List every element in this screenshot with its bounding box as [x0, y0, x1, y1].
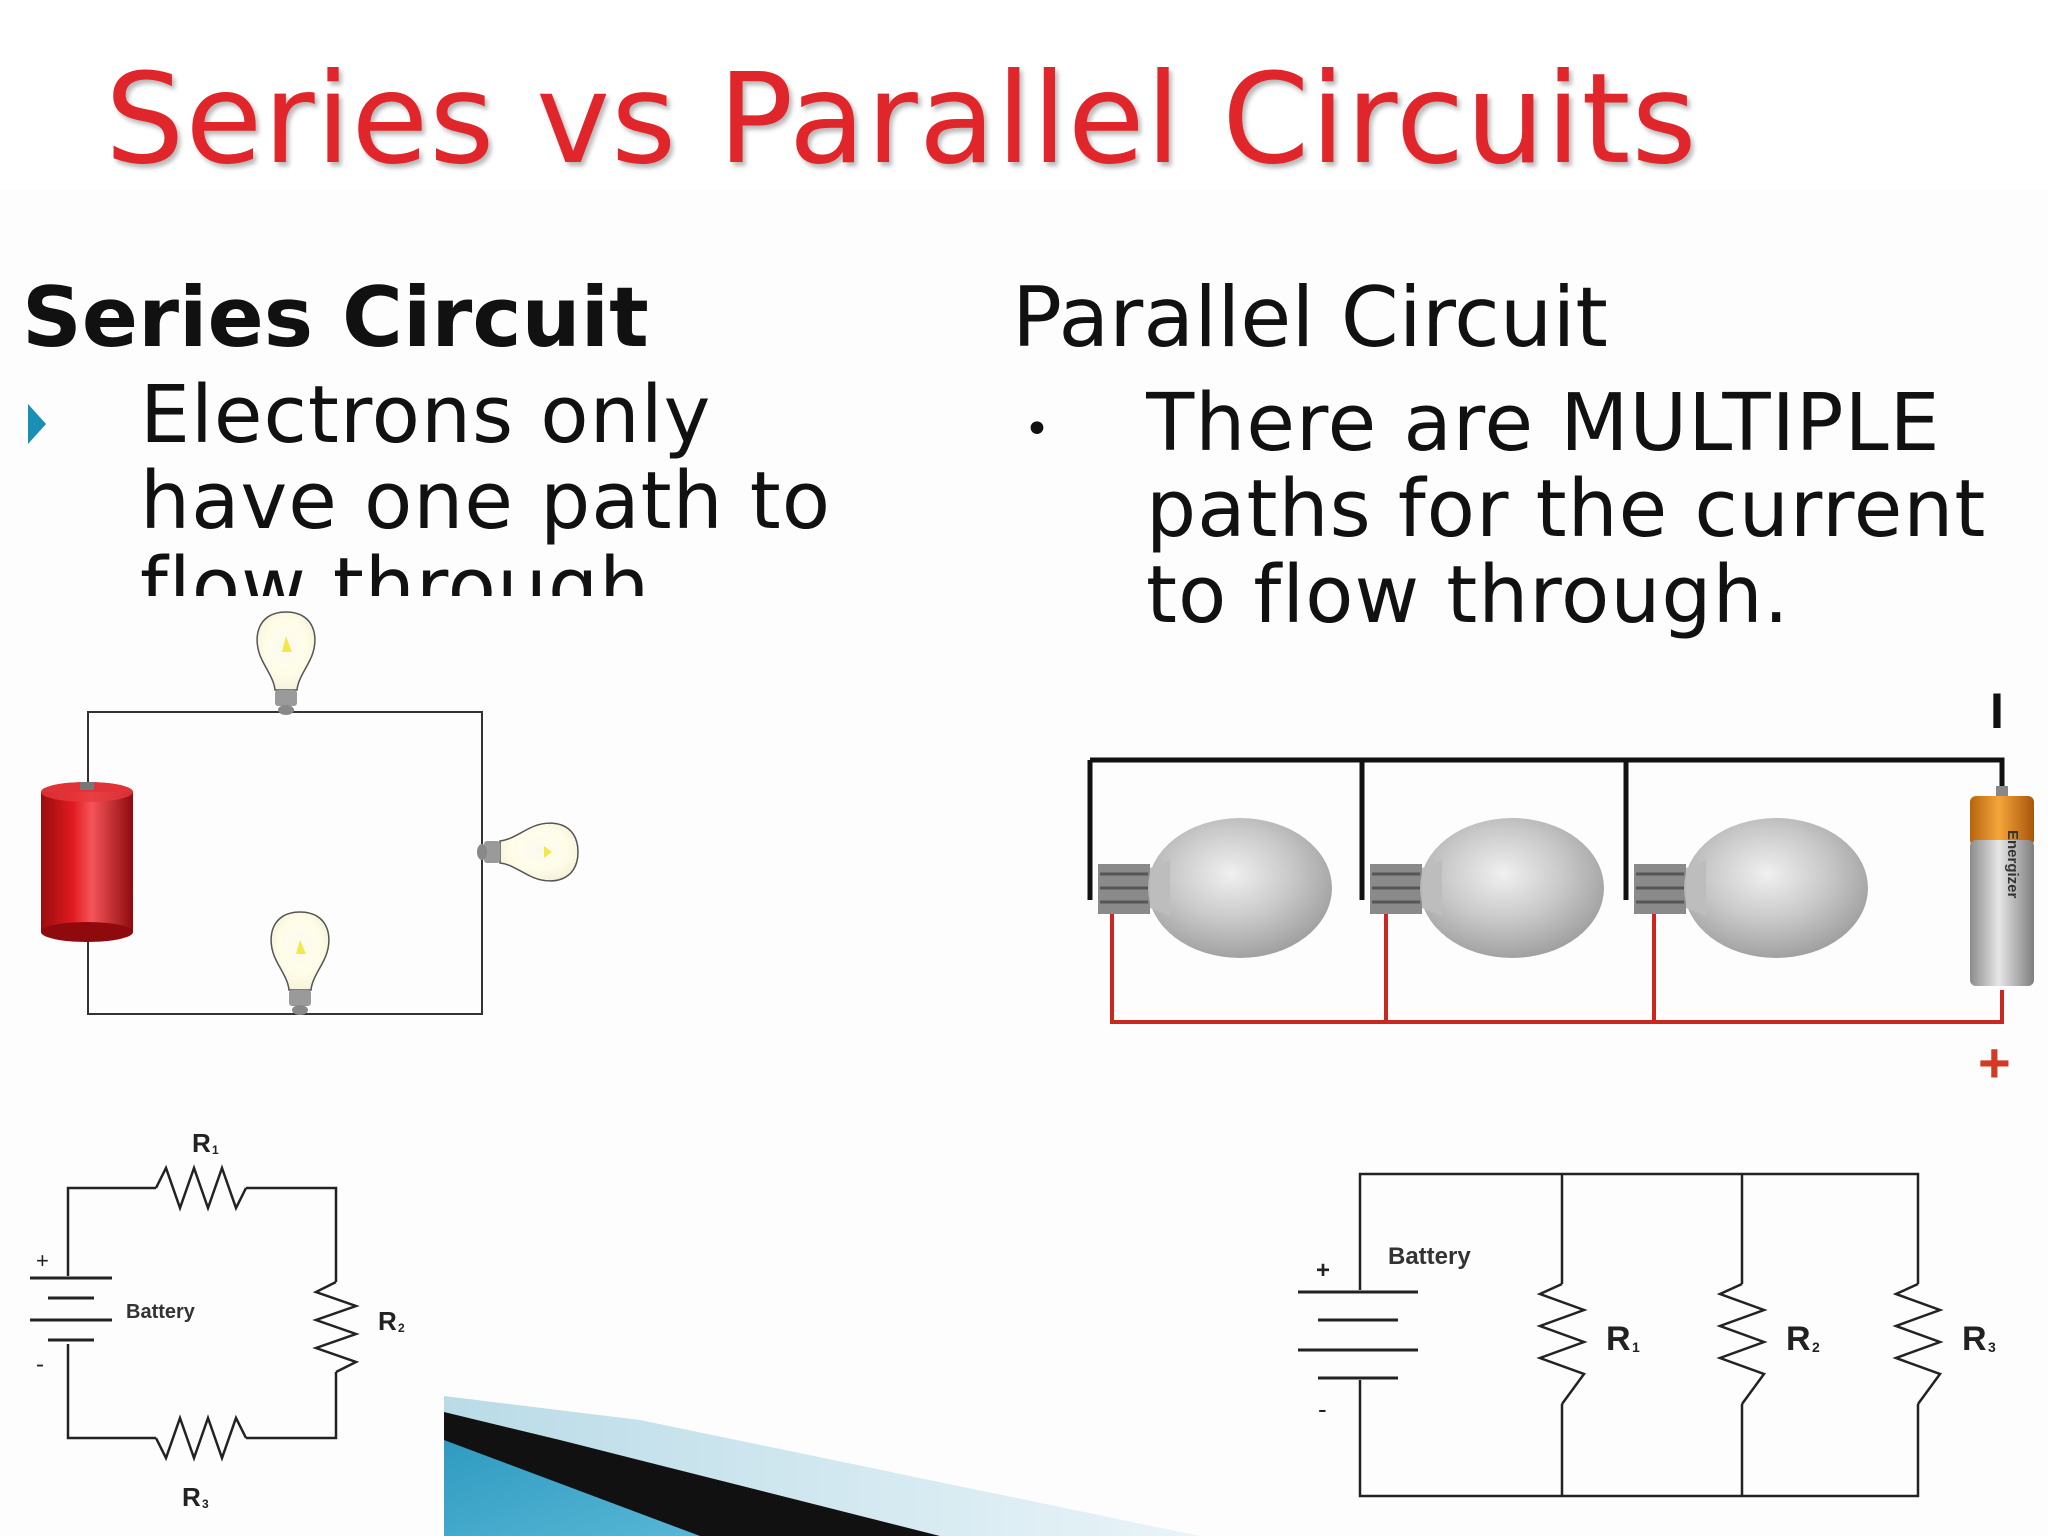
series-battery-label: Battery	[126, 1301, 196, 1323]
parallel-r1-label: R	[1606, 1320, 1631, 1358]
series-bullet-clip: Electrons only have one path to flow thr…	[140, 372, 940, 596]
parallel-schematic-wires	[1358, 1172, 1944, 1498]
aa-battery-icon: Energizer	[1970, 786, 2034, 986]
lightbulb-right-icon	[477, 822, 579, 882]
lightbulb-top-icon	[256, 611, 316, 715]
parallel-battery-minus: -	[1318, 1394, 1327, 1424]
parallel-bullet-dot: •	[1024, 404, 1050, 455]
series-schematic: + - Battery R 1 R 2 R 3	[30, 1128, 405, 1512]
lightbulb-3-icon	[1634, 818, 1868, 958]
series-r2-subscript: 2	[398, 1321, 405, 1335]
parallel-heading: Parallel Circuit	[1012, 269, 1608, 366]
parallel-bulb-circuit: Energizer I +	[1087, 690, 2034, 1090]
battery-minus-label: I	[1990, 690, 2004, 739]
lightbulb-bottom-icon	[270, 911, 330, 1015]
triangle-bullet-icon	[28, 404, 46, 444]
parallel-bullet-text: There are MULTIPLE paths for the current…	[1146, 380, 1987, 641]
series-r2-label: R	[378, 1306, 397, 1336]
series-wires	[87, 711, 483, 1015]
series-r3-subscript: 3	[202, 1497, 209, 1511]
parallel-r2-label: R	[1786, 1320, 1811, 1358]
parallel-battery-label: Battery	[1388, 1243, 1471, 1270]
parallel-schematic: + - Battery R 1 R 2 R 3	[1298, 1172, 1996, 1498]
battery-brand-label: Energizer	[2004, 830, 2021, 899]
parallel-battery-symbol-icon	[1298, 1290, 1418, 1380]
parallel-r2-subscript: 2	[1812, 1339, 1820, 1355]
parallel-r3-subscript: 3	[1988, 1339, 1996, 1355]
lightbulb-2-icon	[1370, 818, 1604, 958]
parallel-battery-plus: +	[1316, 1257, 1330, 1284]
parallel-r3-label: R	[1962, 1320, 1987, 1358]
red-battery-icon	[41, 782, 133, 942]
slide-title: Series vs Parallel Circuits	[105, 47, 1698, 192]
parallel-red-wires	[1110, 910, 2004, 1024]
lightbulb-1-icon	[1098, 818, 1332, 958]
parallel-bullet-clip: There are MULTIPLE paths for the current…	[1146, 380, 2046, 650]
series-r1-subscript: 1	[212, 1143, 219, 1157]
battery-plus-label: +	[1978, 1031, 2011, 1090]
series-battery-plus: +	[36, 1248, 49, 1273]
series-schematic-wires	[66, 1164, 360, 1462]
parallel-r1-subscript: 1	[1632, 1339, 1640, 1355]
swoosh-blue	[444, 1440, 700, 1536]
series-r1-label: R	[192, 1128, 211, 1158]
series-r3-label: R	[182, 1482, 201, 1512]
series-battery-minus: -	[36, 1351, 44, 1378]
series-heading: Series Circuit	[22, 269, 649, 366]
battery-symbol-icon	[30, 1276, 112, 1342]
series-bullet-text: Electrons only have one path to flow thr…	[140, 372, 832, 596]
series-bulb-circuit	[41, 611, 579, 1015]
